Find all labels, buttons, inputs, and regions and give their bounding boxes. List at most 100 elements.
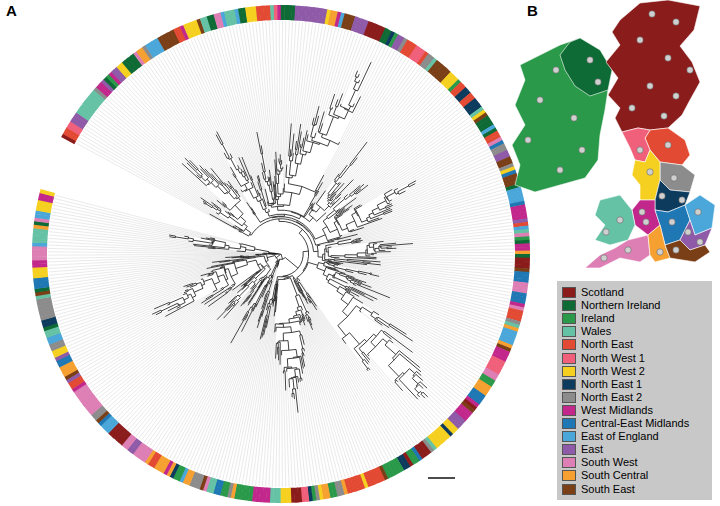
tree-branch (350, 142, 367, 165)
extension-line (354, 180, 502, 230)
extension-line (364, 104, 459, 184)
extension-line (370, 360, 431, 433)
extension-line (302, 322, 349, 477)
tree-branch (336, 205, 352, 216)
extension-line (377, 299, 492, 353)
extension-line (392, 239, 513, 247)
extension-line (94, 290, 232, 393)
extension-line (371, 43, 380, 62)
extension-line (100, 287, 241, 401)
tree-branch (349, 90, 356, 107)
ring-segment (280, 488, 284, 503)
extension-line (332, 261, 512, 286)
extension-line (393, 161, 495, 205)
extension-line (118, 320, 217, 421)
tree-branch (222, 144, 229, 158)
legend-label: Scotland (581, 286, 624, 299)
legend-swatch (562, 326, 576, 337)
tree-branch (283, 251, 309, 277)
site-dot (587, 57, 593, 63)
site-dot (665, 55, 671, 61)
extension-line (379, 173, 500, 217)
extension-line (133, 290, 251, 435)
tree-branch (334, 265, 346, 270)
extension-line (48, 257, 225, 268)
extension-line (335, 33, 355, 94)
tree-branch (207, 263, 238, 277)
extension-line (392, 339, 466, 396)
tree-branch (314, 106, 319, 125)
tree-branch (217, 185, 227, 194)
site-dot (639, 209, 645, 215)
extension-line (144, 65, 228, 181)
tree-branch (356, 238, 361, 240)
extension-line (289, 387, 295, 486)
extension-line (173, 48, 217, 132)
tree-branch (222, 202, 226, 206)
map-region (606, 0, 700, 132)
extension-line (194, 38, 242, 157)
extension-line (363, 303, 481, 374)
tree-branch (328, 198, 341, 208)
legend-swatch (562, 392, 576, 403)
legend-swatch (562, 484, 576, 495)
tree-branch (342, 297, 362, 316)
extension-line (369, 362, 428, 434)
extension-line (301, 294, 386, 462)
tree-branch (328, 259, 334, 261)
legend-entry: South Central (562, 469, 648, 482)
legend-entry: South West (562, 456, 638, 469)
tree-branch (395, 380, 403, 390)
ring-segment (40, 189, 56, 197)
tree-branch (250, 219, 309, 235)
map-region (622, 128, 650, 162)
extension-line (351, 206, 509, 239)
tree-branch (262, 319, 267, 338)
legend-label: Wales (581, 325, 611, 338)
tree-branch (293, 389, 298, 413)
tree-branch (385, 204, 392, 209)
tree-branch (249, 180, 258, 198)
extension-line (78, 140, 210, 214)
extension-line (302, 321, 351, 476)
tree-branch (279, 258, 298, 269)
extension-line (349, 126, 475, 209)
tree-branch (235, 177, 248, 186)
tree-branch (297, 262, 318, 279)
extension-line (206, 322, 258, 475)
extension-line (362, 283, 501, 332)
extension-line (56, 195, 242, 243)
tree-branch (389, 354, 421, 377)
extension-line (54, 202, 210, 238)
site-dot (603, 229, 609, 235)
extension-line (368, 364, 425, 437)
extension-line (53, 205, 206, 238)
tree-branch (336, 215, 347, 231)
tree-branch (377, 317, 390, 328)
extension-line (105, 287, 244, 407)
tree-branch (165, 294, 194, 316)
extension-line (393, 343, 463, 399)
extension-line (343, 37, 365, 94)
extension-line (365, 295, 491, 356)
site-dot (685, 229, 691, 235)
site-dot (625, 247, 631, 253)
tree-branch (231, 159, 240, 170)
extension-line (276, 21, 279, 158)
extension-line (49, 258, 243, 279)
sample-sites (525, 11, 703, 261)
extension-line (341, 89, 446, 194)
tree-branch (351, 287, 377, 299)
extension-line (239, 305, 272, 483)
extension-line (384, 226, 513, 242)
extension-line (307, 300, 395, 457)
extension-line (81, 299, 206, 373)
extension-line (317, 310, 407, 450)
tree-branch (335, 94, 342, 107)
extension-line (374, 255, 514, 256)
tree-branch (231, 284, 234, 287)
tree-branch (387, 192, 395, 201)
extension-line (339, 271, 505, 319)
tree-branch (328, 247, 331, 256)
extension-line (48, 254, 272, 255)
